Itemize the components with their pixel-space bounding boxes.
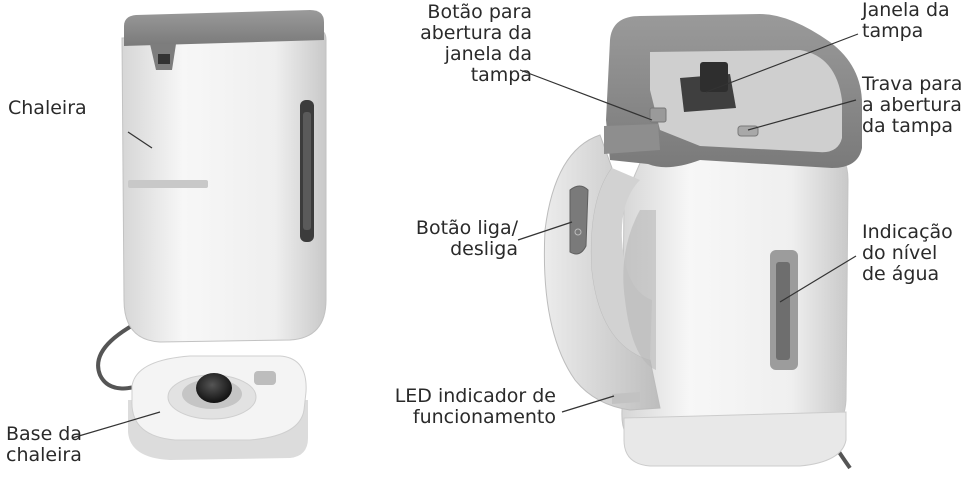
leader-lines [71, 33, 859, 439]
lid-button [158, 54, 170, 64]
label-base-chaleira: Base da chaleira [6, 423, 83, 466]
base-connector [196, 373, 232, 403]
leader-botao-janela [519, 69, 653, 121]
power-led [612, 392, 640, 404]
closed-kettle [96, 10, 327, 391]
label-botao-janela: Botão para abertura da janela da tampa [420, 1, 532, 86]
label-nivel-agua: Indicação do nível de água [862, 221, 953, 285]
power-cord [96, 310, 159, 391]
leader-chaleira [127, 131, 153, 149]
label-botao-liga: Botão liga/ desliga [415, 217, 518, 260]
leader-led [561, 395, 615, 413]
leader-janela-tampa [705, 33, 859, 93]
leader-nivel-agua [779, 255, 857, 303]
lid-window-button [649, 107, 667, 123]
leader-trava [747, 99, 857, 131]
power-switch [569, 185, 589, 255]
label-trava: Trava para a abertura da tampa [862, 73, 963, 137]
leader-base [71, 411, 161, 439]
kettle-lid [124, 10, 324, 46]
label-led: LED indicador de funcionamento [394, 385, 556, 428]
kettle-base [128, 355, 308, 460]
label-chaleira: Chaleira [8, 97, 87, 119]
open-kettle [543, 14, 862, 470]
label-janela-tampa: Janela da tampa [862, 0, 950, 42]
brand-logo [128, 180, 208, 188]
leader-botao-liga [517, 221, 573, 241]
